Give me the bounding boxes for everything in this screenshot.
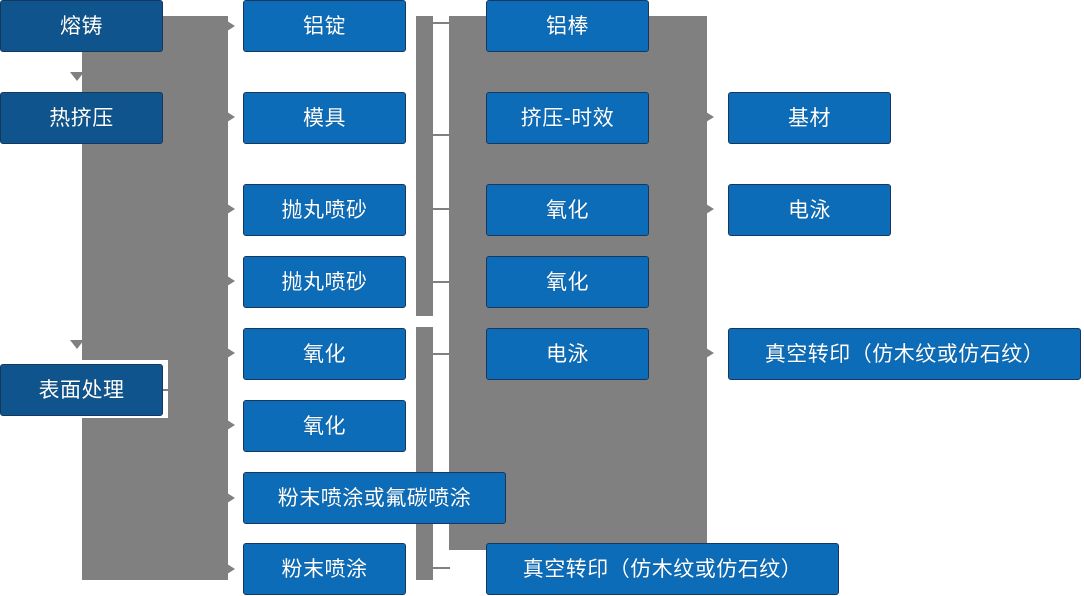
stage-box-hot-extrusion[interactable]: 热挤压: [0, 92, 163, 144]
connector-rail-inputs-lower: [416, 327, 433, 580]
stage-box-surface-treatment[interactable]: 表面处理: [0, 364, 163, 416]
node-label-shot-blasting-2: 抛丸喷砂: [281, 270, 368, 294]
node-label-powder-coating: 粉末喷涂: [281, 557, 368, 581]
connector-rung-4: [432, 281, 450, 283]
node-box-base-material[interactable]: 基材: [728, 92, 894, 147]
node-box-shot-blasting-2[interactable]: 抛丸喷砂: [243, 256, 409, 311]
node-label-oxidation-3: 氧化: [546, 198, 589, 222]
node-box-extrusion-aging[interactable]: 挤压-时效: [486, 92, 652, 147]
connector-rail-inputs: [416, 16, 433, 316]
node-box-powder-coating[interactable]: 粉末喷涂: [243, 543, 409, 596]
node-box-shot-blasting-1[interactable]: 抛丸喷砂: [243, 184, 409, 239]
node-label-aluminum-bar: 铝棒: [546, 14, 589, 38]
connector-rung-3: [432, 208, 450, 210]
arrow-to-shot-blasting-1: [224, 202, 235, 216]
node-box-aluminum-bar[interactable]: 铝棒: [486, 0, 652, 55]
node-box-vacuum-transfer-bottom[interactable]: 真空转印（仿木纹或仿石纹）: [486, 543, 842, 596]
node-label-vacuum-transfer-right: 真空转印（仿木纹或仿石纹）: [764, 342, 1045, 366]
node-label-mold: 模具: [303, 106, 346, 130]
node-label-electrophoresis-1: 电泳: [546, 342, 589, 366]
arrow-to-shot-blasting-2: [224, 274, 235, 288]
node-box-electrophoresis-2[interactable]: 电泳: [728, 184, 894, 239]
node-box-powder-or-fluorocarbon-coating[interactable]: 粉末喷涂或氟碳喷涂: [243, 472, 509, 527]
stage-box-melt-cast[interactable]: 熔铸: [0, 0, 163, 52]
stage-label-melt-cast: 熔铸: [60, 14, 103, 38]
node-label-vacuum-transfer-bottom: 真空转印（仿木纹或仿石纹）: [522, 557, 803, 581]
node-label-base-material: 基材: [788, 106, 831, 130]
node-label-oxidation-4: 氧化: [546, 270, 589, 294]
stage-label-hot-extrusion: 热挤压: [49, 106, 114, 130]
connector-rung-5: [432, 353, 450, 355]
stage-label-surface-treatment: 表面处理: [38, 378, 125, 402]
node-box-oxidation-1[interactable]: 氧化: [243, 328, 409, 383]
arrow-to-powder-coating: [224, 562, 235, 576]
node-box-aluminum-ingot[interactable]: 铝锭: [243, 0, 409, 55]
arrow-to-oxidation-1: [224, 346, 235, 360]
arrow-to-vacuum-transfer-right: [706, 348, 714, 358]
arrow-to-mold: [224, 110, 235, 124]
arrow-to-aluminum-ingot: [224, 19, 235, 33]
connector-rung-2: [432, 134, 450, 136]
arrow-down-to-surface-treatment: [70, 340, 84, 349]
connector-rung-6: [432, 567, 450, 569]
node-label-oxidation-2: 氧化: [303, 414, 346, 438]
arrow-to-oxidation-2: [224, 418, 235, 432]
node-box-electrophoresis-1[interactable]: 电泳: [486, 328, 652, 383]
arrow-to-powder-or-fluorocarbon-coating: [224, 491, 235, 505]
node-label-extrusion-aging: 挤压-时效: [520, 106, 615, 130]
node-label-aluminum-ingot: 铝锭: [303, 14, 346, 38]
arrow-to-electrophoresis-2: [706, 204, 714, 214]
node-box-oxidation-3[interactable]: 氧化: [486, 184, 652, 239]
arrow-down-melt-cast-to-hot-extrusion: [70, 72, 84, 81]
node-box-vacuum-transfer-right[interactable]: 真空转印（仿木纹或仿石纹）: [728, 328, 1084, 383]
node-label-electrophoresis-2: 电泳: [788, 198, 831, 222]
connector-stub-surface-treatment: [163, 389, 185, 391]
node-box-oxidation-2[interactable]: 氧化: [243, 400, 409, 455]
arrow-to-base-material: [706, 112, 714, 122]
node-box-oxidation-4[interactable]: 氧化: [486, 256, 652, 311]
node-label-shot-blasting-1: 抛丸喷砂: [281, 198, 368, 222]
node-label-oxidation-1: 氧化: [303, 342, 346, 366]
node-label-powder-or-fluorocarbon-coating: 粉末喷涂或氟碳喷涂: [277, 486, 472, 510]
node-box-mold[interactable]: 模具: [243, 92, 409, 147]
connector-rung-1: [432, 22, 450, 24]
